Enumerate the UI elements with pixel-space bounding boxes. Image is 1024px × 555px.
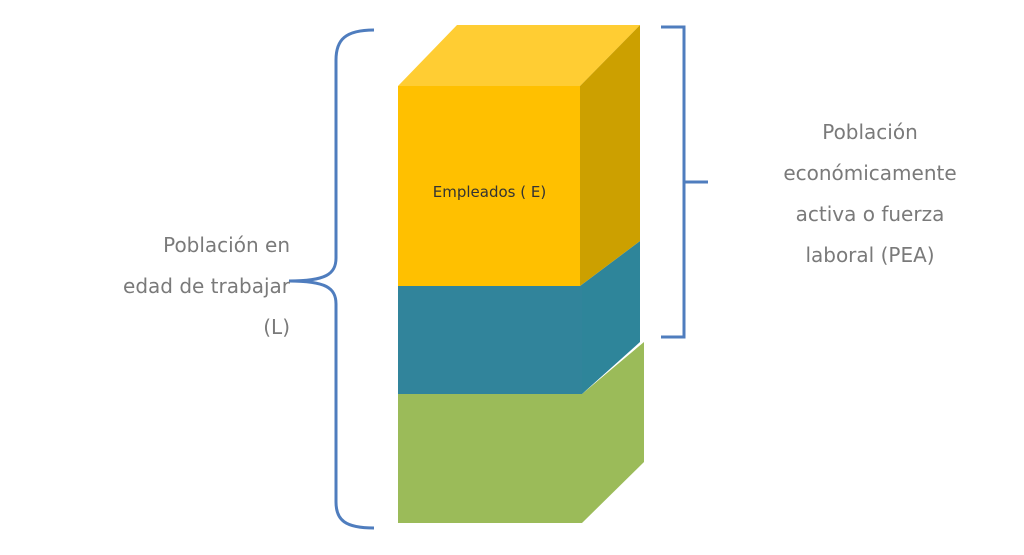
working-age-label-line-2: edad de trabajar	[123, 274, 290, 298]
labor-force-label-line-1: Población	[822, 120, 918, 144]
labor-force-label-line-2: económicamente	[783, 161, 957, 185]
labor-force-label: Población económicamente activa o fuerza…	[760, 112, 980, 276]
left-curly-brace	[288, 28, 375, 530]
inactive-block-front	[398, 394, 582, 523]
inactive-block-side	[582, 342, 644, 523]
employed-label: Empleados ( E)	[432, 183, 547, 201]
employed-block-top	[398, 25, 640, 86]
working-age-label-line-3: (L)	[263, 315, 290, 339]
employed-block-front	[398, 86, 580, 286]
employed-block-side	[580, 25, 640, 286]
right-bracket	[661, 25, 708, 339]
unemployed-block-front	[398, 286, 582, 394]
working-age-population-label: Población en edad de trabajar (L)	[60, 225, 290, 348]
labor-force-label-line-3: activa o fuerza	[795, 202, 945, 226]
unemployed-block-side	[580, 241, 640, 394]
working-age-label-line-1: Población en	[163, 233, 290, 257]
labor-force-label-line-4: laboral (PEA)	[805, 243, 935, 267]
